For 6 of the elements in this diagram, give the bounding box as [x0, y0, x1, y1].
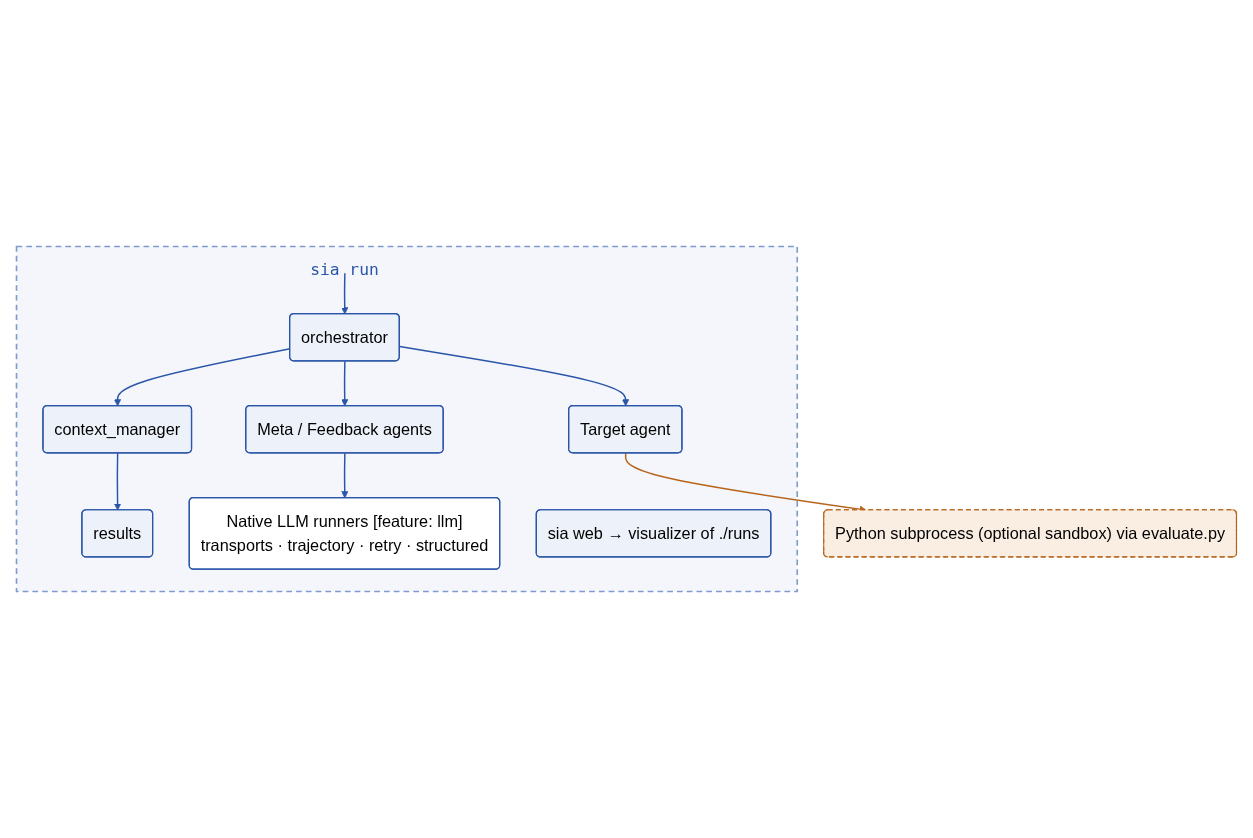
arrow — [114, 452, 122, 511]
arrow — [341, 360, 349, 407]
cluster — [15, 245, 799, 593]
node-text: sia run — [310, 259, 379, 279]
arrow — [341, 272, 349, 315]
arrow — [341, 452, 349, 499]
